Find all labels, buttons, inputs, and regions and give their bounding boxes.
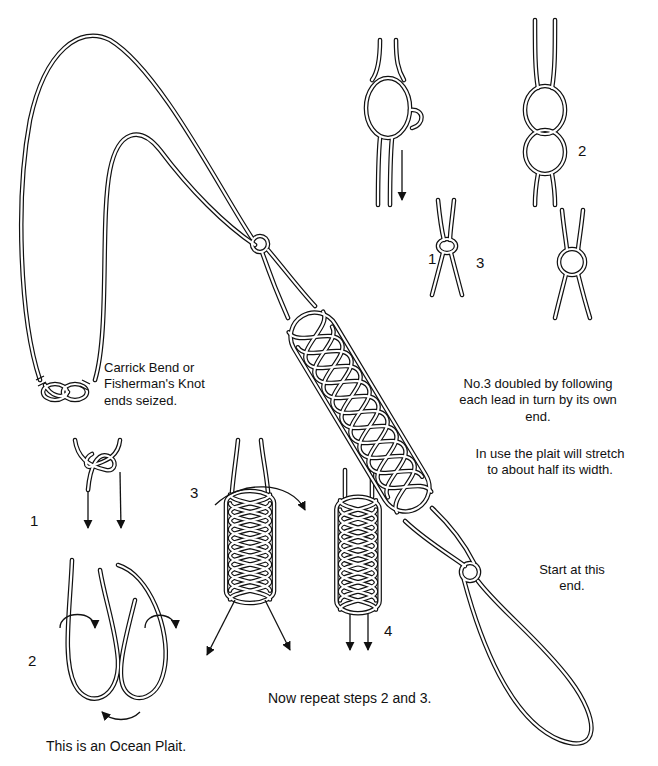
note-text: No.3 doubled by following each lead in t…	[458, 376, 618, 425]
caption-text: This is an Ocean Plait.	[46, 738, 256, 756]
direction-arrows	[60, 150, 402, 720]
step-number: 4	[384, 622, 392, 641]
note-text: Carrick Bend or Fisherman's Knot ends se…	[104, 360, 228, 409]
seizing	[36, 376, 90, 390]
note-text: Start at this end.	[526, 562, 618, 595]
step-number: 2	[28, 652, 36, 671]
instruction-text: Now repeat steps 2 and 3.	[268, 690, 478, 708]
step-number: 1	[428, 250, 436, 269]
step-number: 3	[190, 484, 198, 503]
ocean-plait	[226, 304, 438, 614]
step-number: 1	[30, 512, 38, 531]
step-number: 3	[476, 254, 484, 273]
note-text: In use the plait will stretch to about h…	[470, 446, 630, 479]
step-number: 2	[578, 142, 586, 161]
